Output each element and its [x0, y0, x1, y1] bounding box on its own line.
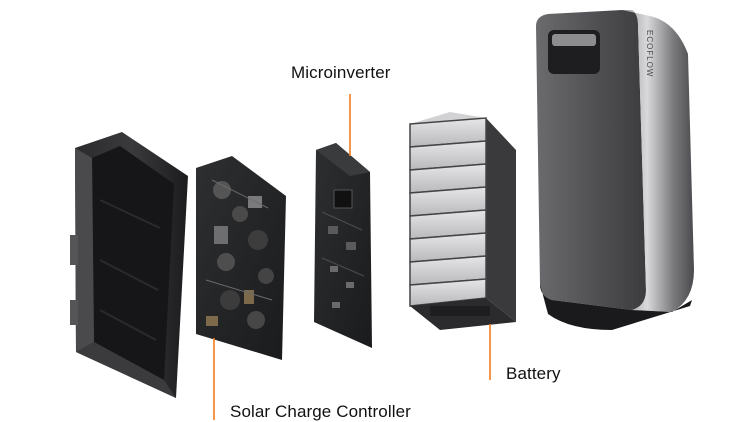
solar-charge-controller-label: Solar Charge Controller — [230, 402, 411, 421]
brand-wordmark: ECOFLOW — [645, 30, 654, 78]
battery-label: Battery — [506, 364, 561, 383]
battery-stack — [409, 112, 516, 330]
outer-enclosure — [536, 10, 694, 330]
microinverter-board — [314, 143, 372, 348]
solar-charge-controller-board — [196, 156, 286, 360]
microinverter-label: Microinverter — [291, 63, 391, 82]
battery-cells — [409, 117, 487, 307]
housing-shell — [70, 132, 188, 398]
